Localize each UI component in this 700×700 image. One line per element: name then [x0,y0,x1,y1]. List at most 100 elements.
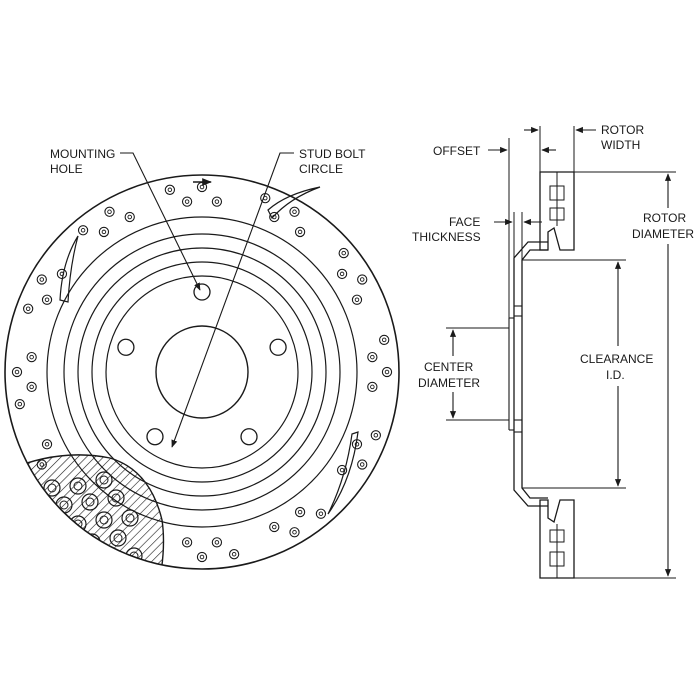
center-diameter-dimension: CENTER DIAMETER [418,327,509,421]
drilled-hole-center [370,384,375,390]
vent-pin-hole-inner [73,481,83,491]
center-diameter-label-line1: CENTER [424,360,474,374]
vent-pin-hole-inner [77,561,87,569]
vent-pin-hole [121,509,139,527]
drilled-hole-center [318,511,324,516]
vent-pin-hole [43,521,61,539]
stud-bolt-circle-label-line1: STUD BOLT [299,147,366,161]
drilled-hole-center [373,433,379,438]
lug-holes [117,283,287,446]
rotor-outer-edge [4,174,400,570]
clearance-id-label-line1: CLEARANCE [580,352,653,366]
drilled-hole-center [39,277,45,282]
drilled-hole-center [184,540,190,545]
drilled-hole [367,351,378,363]
vent-pin-hole-inner [111,493,121,503]
drilled-hole-center [297,509,303,515]
drilled-hole-center [17,401,23,407]
rotor-width-label-line1: ROTOR [601,123,644,137]
drilled-hole [294,506,306,518]
drilled-hole [357,274,368,285]
vent-pin-hole-inner [99,515,109,525]
drilled-hole [196,551,208,563]
drilled-hole [124,211,135,223]
slot [59,235,79,303]
drilled-hole-center [292,529,297,535]
vent-pin-hole [57,539,75,557]
drilled-hole [336,268,348,280]
drilled-hole-center [14,369,20,375]
face-thickness-label-line2: THICKNESS [412,230,481,244]
drilled-hole-center [370,354,375,360]
friction-ring-top-section [539,171,575,251]
vent-pin-hole-inner [96,580,104,588]
drilled-hole [26,381,37,393]
vent-pin-hole [95,511,113,529]
vent-pin-hole [81,493,99,511]
drilled-hole-center [272,524,277,530]
vent-pin-hole-inner [85,497,95,507]
center-diameter-label-line2: DIAMETER [418,376,480,390]
vent-pin-hole [69,477,87,495]
vent-pin-hole-inner [61,543,71,553]
face-thickness-label-line1: FACE [449,215,480,229]
drilled-hole [41,294,53,305]
slot [267,186,321,220]
vent-pin-hole [109,529,127,547]
drilled-hole-center [25,306,31,311]
drilled-hole-center [44,442,50,447]
lug-hole [193,283,211,301]
drilled-hole [289,527,300,538]
drilled-hole-center [292,209,297,215]
drilled-hole [211,537,223,548]
lug-hole [117,338,135,356]
rotor-diameter-dimension: ROTOR DIAMETER [574,171,694,579]
drilled-hole [315,508,327,519]
drilled-hole-center [199,184,205,190]
vent-pin-hole-inner [120,574,128,582]
drilled-hole-center [80,228,86,233]
drilled-hole [23,303,34,314]
drilled-hole [77,225,89,236]
drilled-hole-center [384,369,390,375]
drilled-holes [11,181,393,563]
vent-pin-hole [83,533,101,551]
stud-bolt-circle-label-line2: CIRCLE [299,162,343,176]
drilled-hole-center [44,297,50,302]
hat-section [508,241,570,507]
drilled-hole-center [214,540,220,545]
drilled-hole [289,206,300,217]
drilled-hole-center [214,199,220,204]
drilled-hole [357,459,368,470]
drilled-hole [338,247,349,259]
vent-pin-hole [107,489,125,507]
drilled-hole [26,351,37,363]
vent-pin-hole [73,557,91,569]
drilled-hole-center [339,271,345,277]
vent-pin-hole [92,576,108,592]
drilled-hole [41,439,53,450]
vent-pin-hole [116,570,132,586]
drilled-hole [14,398,25,410]
drilled-hole [228,549,240,560]
drilled-hole-center [341,250,346,256]
drilled-hole [98,226,110,238]
vent-pin-hole [99,551,117,569]
drilled-hole-center [167,187,173,193]
drilled-hole [294,226,306,238]
drilled-hole-center [101,229,107,235]
vent-pin-hole-inner [113,533,123,543]
mounting-hole-callout: MOUNTING HOLE [50,147,201,291]
rotor-slots [59,186,359,515]
rotor-diameter-label-line2: DIAMETER [632,227,694,241]
rotor-width-dimension: ROTOR WIDTH [524,123,644,152]
drilled-hole-center [127,214,132,220]
drilled-hole [181,196,193,207]
stud-bolt-circle-callout: STUD BOLT CIRCLE [171,147,366,448]
drilled-hole-center [199,554,205,560]
drilled-hole-center [297,229,303,235]
vent-pin-hole-inner [59,500,69,510]
offset-dimension: OFFSET [433,126,575,318]
hat-ring-3 [91,261,313,483]
lug-hole [146,428,164,446]
